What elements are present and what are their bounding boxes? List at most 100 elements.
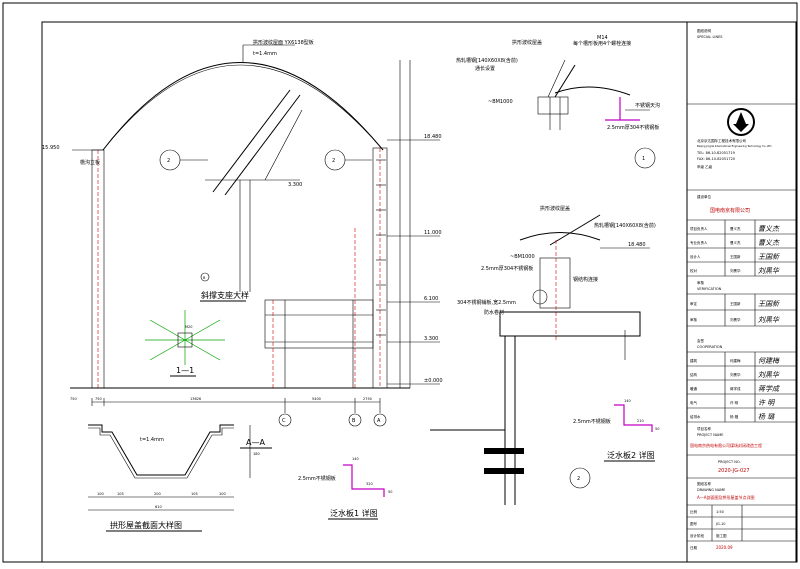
gutter-note: 檐沟立板	[80, 159, 100, 166]
roof-profile: t=1.4mm 180 100 105 200 105 100 610 拱形屋盖…	[88, 424, 260, 532]
top-note-2: M14	[597, 35, 608, 41]
tb-role-0-name: 曹义杰	[730, 226, 741, 231]
profile-dim-0: 100	[97, 492, 104, 496]
detail-2: 2.5mm厚304不锈钢板 304不锈钢铺板,宽2.5mm 防水卷材 拱形波纹屋…	[430, 205, 656, 505]
tb-check-rows: 审定 王国新 王国新 审核 刘黑华 刘黑华	[687, 293, 796, 327]
tb-role-0-sig: 曹义杰	[758, 225, 780, 233]
detail-title-section: A—A	[246, 438, 265, 447]
tb-phase-value: 施工图	[716, 533, 727, 538]
arch-roof-inner	[102, 64, 384, 151]
detail-2-slab	[499, 311, 641, 337]
top-note-5: 通长设置	[475, 65, 495, 72]
right-column-ladder	[376, 159, 386, 336]
callout-circle-2c	[569, 467, 591, 489]
detail-1-roof	[554, 86, 631, 96]
flash-2-dim-2: 50	[655, 427, 659, 431]
arch-thickness: t=1.4mm	[253, 51, 277, 57]
profile-dim-4: 100	[219, 492, 226, 496]
wall-note: 防水卷材	[484, 309, 504, 316]
tb-coop-rows: 建筑 何建梅 何建梅 结构 刘黑华 刘黑华 暖通 蒋学成 蒋学成 电气 许 明 …	[687, 351, 796, 423]
tb-coop-0-sig: 何建梅	[758, 357, 780, 365]
tb-project-no: 2020-JG-027	[718, 468, 750, 474]
profile-thickness: t=1.4mm	[140, 437, 164, 443]
detail-2-column	[539, 257, 571, 309]
diag-brace-2	[224, 94, 301, 196]
arch-roof	[102, 62, 384, 151]
tb-sheet-label: 图号	[690, 521, 698, 526]
callout-1: 1	[642, 156, 645, 162]
tb-role-3-sig: 刘黑华	[758, 267, 780, 275]
tb-role-3-name: 刘黑华	[730, 268, 741, 273]
tb-scale-label: 比例	[690, 509, 698, 514]
flash-1-dim-1: 320	[366, 482, 373, 486]
detail-1-material: 2.5mm厚304不锈钢板	[607, 124, 659, 131]
tb-coop-1-sig: 刘黑华	[758, 371, 780, 379]
tb-coop-label: 会签	[697, 338, 705, 343]
profile-shape-inner	[88, 427, 234, 479]
grid-c: C	[282, 418, 286, 424]
dim-bottom-0: 750	[70, 397, 77, 401]
detail-1-brace	[554, 64, 576, 98]
tb-coop-0: 建筑	[690, 358, 698, 363]
tb-coop-4: 给排水	[690, 414, 701, 419]
tb-coop-0-name: 何建梅	[730, 358, 741, 363]
title-block: 图纸说明 SPECIAL LINES 北京京达国际工程技术有限公司 Beijin…	[687, 28, 796, 550]
section-a-a: 拱形波纹屋面 YX6138型板 t=1.4mm 15.950 檐沟立板 18.4…	[42, 39, 443, 449]
tb-company-en: Beijing Jingda International Engineering…	[697, 144, 772, 148]
mid-elev-1: 11.000	[424, 230, 442, 236]
grid-b: B	[352, 418, 356, 424]
detail-2-pipe	[532, 289, 548, 305]
callout-2b: 2	[332, 158, 335, 164]
tb-coop-4-sig: 杨 璐	[758, 413, 775, 421]
dim-gutter: ~BM1000	[488, 99, 513, 105]
tb-check-1-sig: 刘黑华	[758, 316, 780, 324]
flash-2-detail: 2.5mm不锈钢板 140 210 50 泛水板2 详图	[573, 399, 659, 462]
tb-company-cn: 北京京达国际工程技术有限公司	[697, 138, 746, 143]
flash-1-detail: 2.5mm不锈钢板 140 320 50 泛水板1 详图	[298, 457, 392, 520]
tb-role-3: 校对	[690, 268, 698, 273]
detail-1-wall-flash: 不锈钢天沟	[635, 102, 660, 109]
dim-bottom-3: 5400	[312, 397, 321, 401]
company-logo	[727, 108, 755, 136]
tb-drawing-label: 图纸名称	[697, 481, 711, 486]
mid-elev-4: ±0.000	[424, 378, 443, 384]
grid-bubble-c	[278, 413, 292, 427]
tb-notes-sub: SPECIAL LINES	[697, 35, 723, 39]
tb-check-label: 审核	[697, 280, 705, 285]
tb-check-0: 审定	[690, 301, 698, 306]
dim-bottom-4: 2750	[363, 397, 372, 401]
lower-frame	[264, 299, 374, 349]
detail-2-step-2	[484, 468, 524, 474]
tb-project-sub: PROJECT NAME	[697, 433, 723, 437]
tb-notes-label: 图纸说明	[697, 28, 711, 33]
grid-bubble-b	[348, 413, 362, 427]
tb-check-0-sig: 王国新	[758, 300, 780, 308]
callout-2a: 2	[167, 158, 170, 164]
tb-scale-value: 1:50	[716, 510, 724, 514]
profile-dim-2: 200	[154, 492, 161, 496]
grid-bubble-a	[373, 413, 387, 427]
profile-shape	[88, 424, 234, 476]
mid-elev-3: 3.300	[424, 336, 438, 342]
tb-phase-label: 设计阶段	[690, 533, 704, 538]
tb-fax: FAX: 86-10-82051720	[697, 157, 735, 161]
callout-b: B	[203, 276, 206, 280]
tb-coop-2-name: 蒋学成	[730, 386, 741, 391]
tb-coop-3: 电气	[690, 400, 698, 405]
tb-project-name: 国电南京热电有限公司煤场封闭改造工程	[690, 442, 762, 448]
tb-client-label: 建设单位	[697, 194, 711, 199]
detail-2-roof	[519, 232, 601, 241]
callout-2c: 2	[577, 476, 580, 482]
tb-check-1-name: 刘黑华	[730, 317, 741, 322]
tb-drawing-sub: DRAWING NAME	[697, 488, 725, 492]
arch-roof-label: 拱形波纹屋面 YX6138型板	[253, 39, 314, 46]
detail-title-flash2: 泛水板2 详图	[607, 450, 655, 460]
roof-elev-a: 18.480	[424, 134, 442, 140]
detail-2-step-1	[484, 448, 524, 454]
detail-title-profile: 拱形屋盖截面大样图	[110, 520, 182, 530]
tb-role-rows: 项目负责人 曹义杰 曹义杰 专业负责人 曹义杰 曹义杰 设计人 王国新 王国新 …	[687, 220, 796, 277]
detail-title-flash1: 泛水板1 详图	[330, 508, 378, 518]
flash-1-plate	[343, 464, 385, 497]
tb-check-sub: VERIFICATION	[697, 287, 722, 291]
